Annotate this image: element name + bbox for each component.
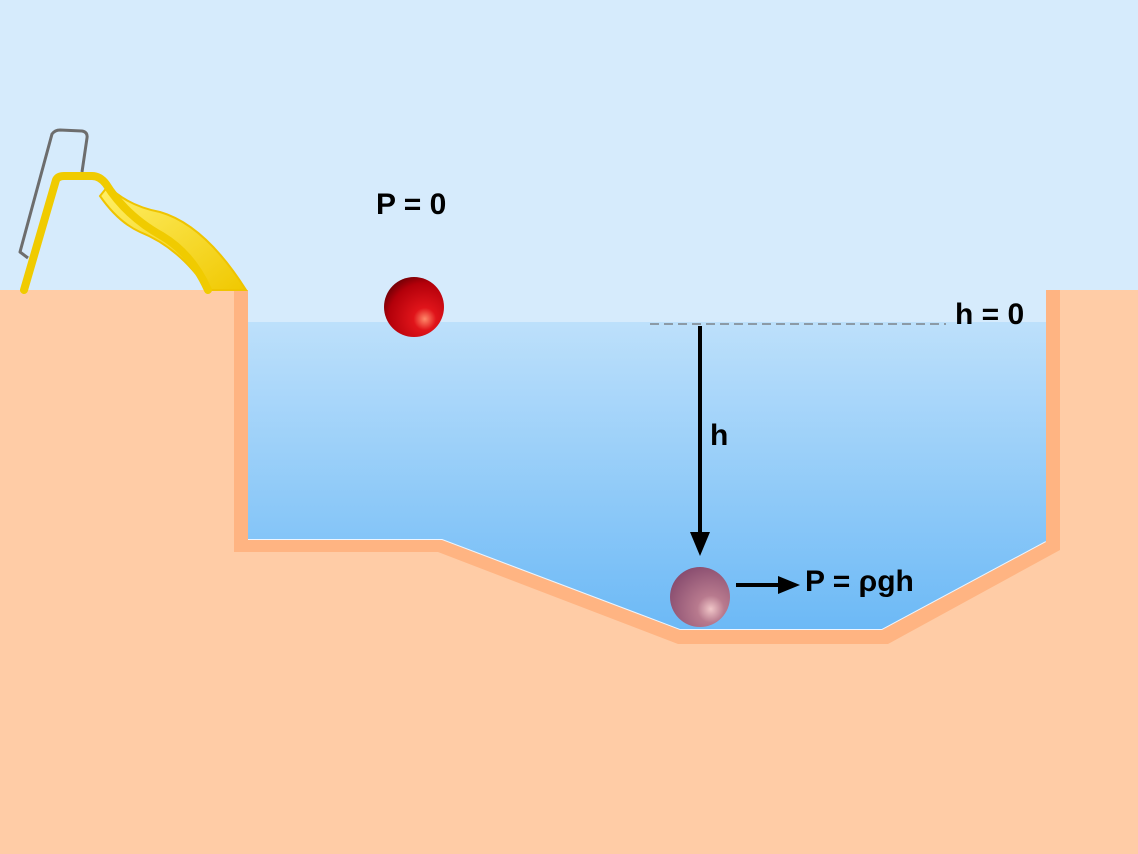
water-slide-icon <box>20 172 248 294</box>
pool-water <box>248 322 1046 630</box>
depth-label: h <box>710 419 728 452</box>
ball-submerged-icon <box>670 567 730 627</box>
depth-pressure-label: P = ρgh <box>805 565 914 598</box>
ground <box>0 290 1138 854</box>
depth-arrow <box>690 326 710 556</box>
depth-arrowhead <box>690 532 710 556</box>
zero-depth-label: h = 0 <box>955 298 1024 331</box>
arrow-icon <box>736 576 800 594</box>
ladder-icon <box>18 128 89 260</box>
surface-pressure-label: P = 0 <box>376 188 446 221</box>
ball-icon <box>384 277 444 337</box>
